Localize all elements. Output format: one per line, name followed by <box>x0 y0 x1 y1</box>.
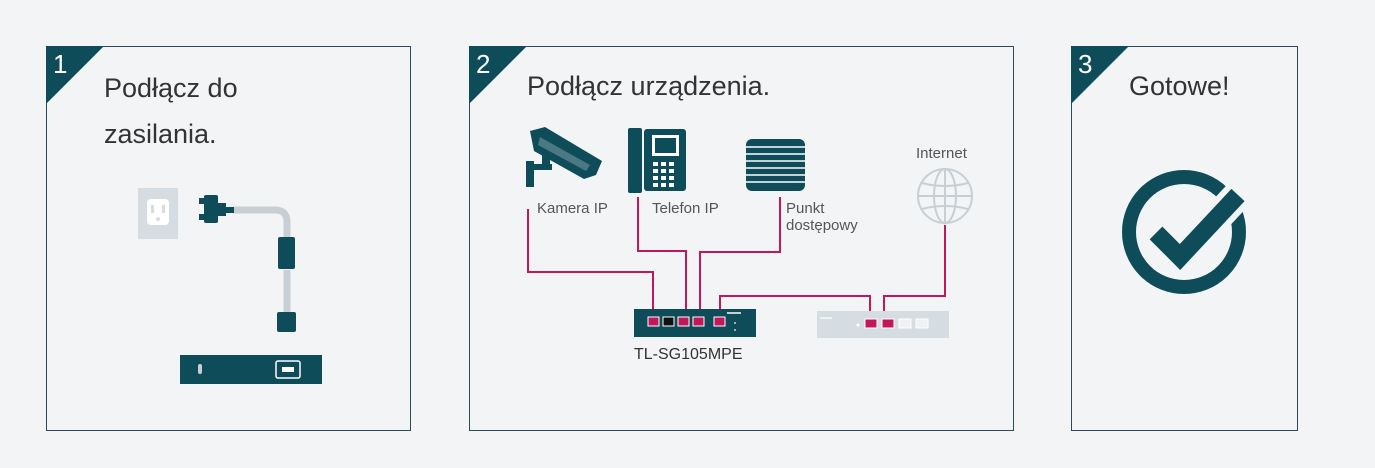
step-3-number: 3 <box>1078 49 1093 79</box>
power-port-icon <box>275 360 301 379</box>
power-plug-icon <box>199 195 296 332</box>
camera-label: Kamera IP <box>537 200 608 217</box>
step-1-panel: 1 Podłącz do zasilania. <box>46 46 411 431</box>
step-3-title: Gotowe! <box>1129 71 1230 101</box>
checkmark-circle-icon <box>1122 170 1249 294</box>
power-illustration <box>138 188 322 384</box>
step-1-title: Podłącz do zasilania. <box>104 73 238 149</box>
access-point-icon <box>746 139 805 191</box>
step-2-title: Podłącz urządzenia. <box>527 71 771 101</box>
tl-sg105mpe-switch-icon <box>634 309 756 337</box>
ap-label-line2: dostępowy <box>786 217 858 234</box>
step-3-panel: 3 Gotowe! <box>1071 46 1298 431</box>
router-icon <box>817 311 949 338</box>
step-2-panel: 2 Podłącz urządzenia. Kamera IP <box>469 46 1014 431</box>
ip-camera-icon <box>526 127 602 187</box>
ip-phone-icon <box>628 128 686 193</box>
switch-model-label: TL-SG105MPE <box>634 346 742 363</box>
step-1-number: 1 <box>53 49 68 79</box>
switch-rear-icon <box>180 355 322 384</box>
step-2-number: 2 <box>476 49 491 79</box>
globe-icon <box>917 168 973 224</box>
internet-label: Internet <box>916 145 968 162</box>
done-illustration <box>1122 170 1249 294</box>
devices-diagram: Kamera IP Telefon IP <box>526 127 973 363</box>
phone-label: Telefon IP <box>652 200 719 217</box>
wall-outlet-icon <box>138 188 178 239</box>
cables <box>527 197 946 318</box>
ap-label-line1: Punkt <box>786 200 825 217</box>
